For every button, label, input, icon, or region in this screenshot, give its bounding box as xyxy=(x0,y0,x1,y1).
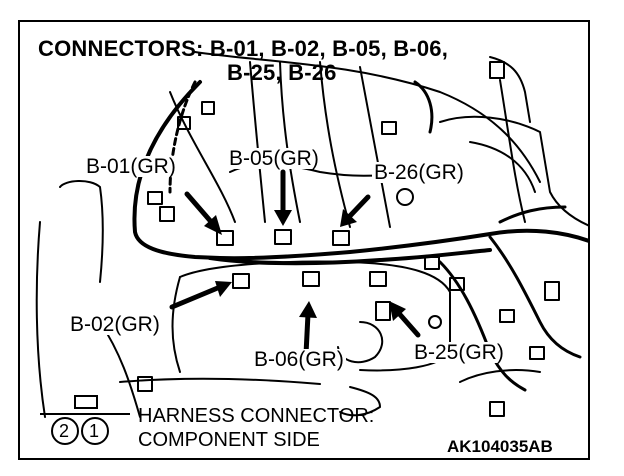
pin-number-1: 1 xyxy=(89,421,100,441)
connector-b05 xyxy=(274,229,292,245)
figure-code: AK104035AB xyxy=(447,437,553,456)
main-harness xyxy=(132,80,588,261)
pin-number-2: 2 xyxy=(59,421,70,441)
left-component-outline xyxy=(59,180,104,283)
label-b25: B-25(GR) xyxy=(412,341,506,364)
connector-b02 xyxy=(232,273,250,289)
connector-b06 xyxy=(302,271,320,287)
connector-b01 xyxy=(216,230,234,246)
diagram-title-line-1: CONNECTORS: B-01, B-02, B-05, B-06, xyxy=(38,36,449,61)
legend-line-1: HARNESS CONNECTOR: xyxy=(138,405,375,427)
diagram-frame: CONNECTORS: B-01, B-02, B-05, B-06, B-25… xyxy=(18,20,590,460)
label-b06: B-06(GR) xyxy=(252,348,346,371)
label-b01: B-01(GR) xyxy=(84,155,178,178)
right-block-outline xyxy=(439,115,588,227)
connector-b25 xyxy=(369,271,387,287)
label-b05: B-05(GR) xyxy=(227,147,321,170)
lower-cover-outline xyxy=(179,260,451,372)
harness-connector-symbol xyxy=(40,395,130,445)
label-b02: B-02(GR) xyxy=(68,313,162,336)
pointer-arrows xyxy=(169,169,421,357)
engine-bay-illustration xyxy=(35,51,588,445)
connector-b26 xyxy=(332,230,350,246)
diagram-title-line-2: B-25, B-26 xyxy=(227,60,337,85)
label-b26: B-26(GR) xyxy=(372,161,466,184)
intake-manifold-outline xyxy=(194,51,541,183)
legend-line-2: COMPONENT SIDE xyxy=(138,429,320,451)
